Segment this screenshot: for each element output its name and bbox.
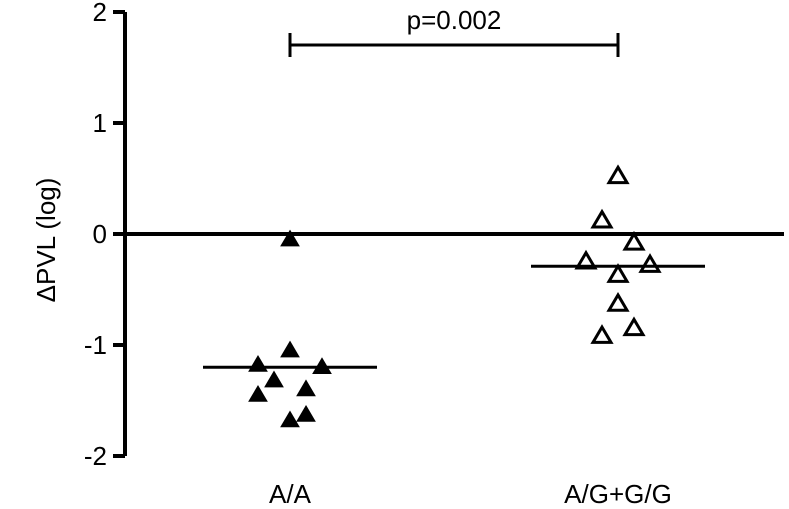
filled-triangle-point [280, 229, 300, 247]
open-triangle-point [622, 230, 646, 251]
filled-triangle-point [280, 340, 300, 358]
p-value-label: p=0.002 [407, 5, 502, 35]
open-triangle-point [622, 316, 646, 337]
median-lines [203, 264, 705, 369]
open-triangle-point [574, 249, 598, 270]
open-triangle-point [606, 263, 630, 283]
filled-triangle-point [296, 379, 316, 397]
y-tick-label: 1 [93, 108, 107, 138]
filled-triangle-point [280, 410, 300, 428]
open-triangle-point [590, 208, 614, 229]
x-axis-labels: A/A A/G+G/G [269, 479, 672, 509]
open-triangle-point [606, 164, 630, 185]
y-axis-label: ΔPVL (log) [31, 178, 61, 303]
open-triangle-point [606, 291, 630, 312]
filled-triangle-point [248, 384, 268, 402]
y-axis: 2 1 0 -1 -2 [84, 0, 127, 471]
data-points [248, 164, 662, 428]
filled-triangle-point [296, 404, 316, 422]
x-category-label: A/A [269, 479, 312, 509]
y-tick-label: -1 [84, 330, 107, 360]
y-tick-label: 0 [93, 219, 107, 249]
open-triangle-point [590, 324, 614, 344]
filled-triangle-point [264, 370, 284, 388]
y-tick-label: -2 [84, 441, 107, 471]
open-triangle-point [638, 253, 662, 273]
x-category-label: A/G+G/G [564, 479, 672, 509]
filled-triangle-point [248, 354, 268, 372]
y-tick-label: 2 [93, 0, 107, 27]
significance-bracket: p=0.002 [288, 5, 620, 57]
